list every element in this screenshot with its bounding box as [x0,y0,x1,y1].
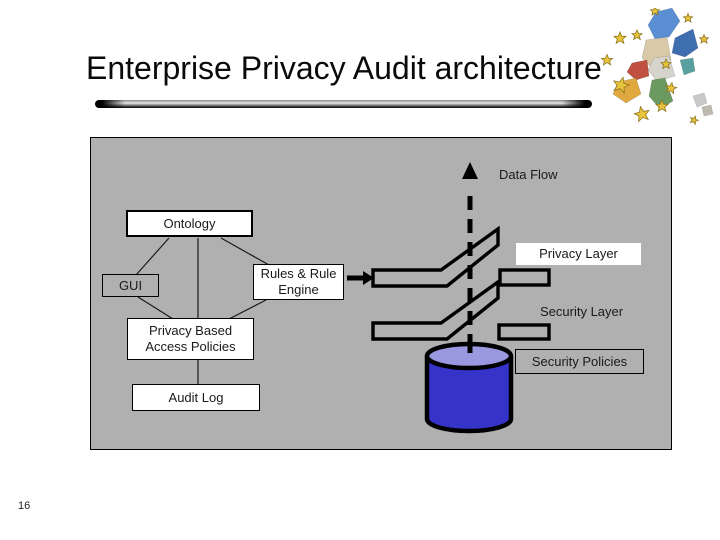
security-policies-tag: Security Policies [515,349,644,374]
ontology-label: Ontology [163,215,216,231]
rules-engine-node: Rules & Rule Engine [253,264,344,300]
audit-log-label: Audit Log [168,389,224,405]
ontology-node: Ontology [126,210,253,237]
security-policies-label: Security Policies [531,353,628,369]
security-layer-label: Security Layer [540,304,624,319]
slide-title: Enterprise Privacy Audit architecture [86,50,602,86]
relation-lines [135,237,270,384]
audit-log-node: Audit Log [132,384,260,411]
privacy-layer-ribbon [371,225,500,288]
arrow-dash-into-cylinder [467,339,473,353]
privacy-layer-right-bar [498,268,551,287]
title-divider-bar [95,100,592,108]
rules-to-layer-arrow [347,271,374,285]
rules-engine-label-line1: Rules & Rule [260,266,337,281]
security-layer-right-bar [497,323,551,341]
gui-label: GUI [118,277,143,293]
data-flow-arrow [462,162,478,356]
architecture-diagram-panel: Data Flow Ontology GUI Rules & Rule Engi… [90,137,672,450]
data-flow-label: Data Flow [499,167,558,182]
privacy-policies-node: Privacy Based Access Policies [127,318,254,360]
gui-node: GUI [102,274,159,297]
layer-ribbons [371,225,551,341]
privacy-policies-label-line1: Privacy Based [148,323,233,338]
database-cylinder [424,341,514,434]
rules-engine-label-line2: Engine [278,282,319,297]
diagram-connectors-graphic [135,162,551,434]
privacy-layer-label: Privacy Layer [539,246,618,261]
slide-page-number: 16 [18,500,31,512]
security-layer-ribbon [371,278,500,341]
eu-stars-collage-graphic [600,8,714,126]
privacy-layer-tag: Privacy Layer [516,243,641,265]
privacy-policies-label-line2: Access Policies [145,339,236,354]
